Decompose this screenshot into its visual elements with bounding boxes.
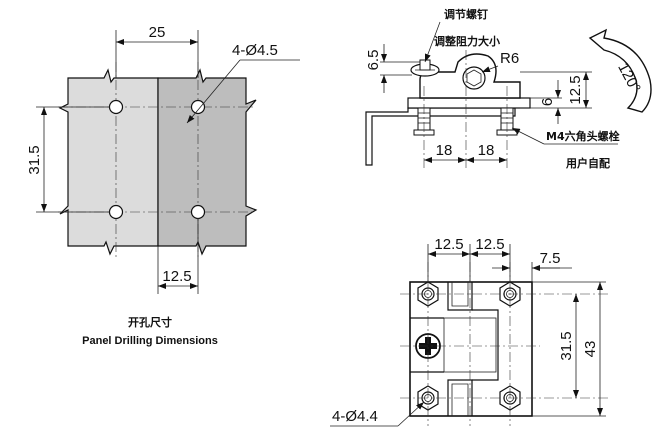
- dim-12.5-right: 12.5: [567, 75, 584, 104]
- dim-holes-4x4.4: 4-Ø4.4: [332, 408, 378, 425]
- panel-right-plate: [157, 68, 258, 256]
- panel-hole: [190, 99, 206, 115]
- side-view: 调节螺钉 调整阻力大小 6.5 R6 12.5 6 18 18 M4六角头螺栓 …: [365, 7, 652, 170]
- dim-31.5: 31.5: [26, 145, 43, 174]
- dim-12.5-a: 12.5: [434, 236, 463, 253]
- dim-r6: R6: [500, 50, 519, 67]
- panel-hole: [108, 99, 124, 115]
- dim-18-right: 18: [478, 142, 495, 159]
- label-m4-bolt: M4六角头螺栓: [546, 129, 620, 143]
- dim-holes-4x4.5: 4-Ø4.5: [232, 42, 278, 59]
- caption-en: Panel Drilling Dimensions: [82, 335, 218, 347]
- label-adjust-screw: 调节螺钉: [444, 7, 488, 21]
- dim-6: 6: [539, 98, 556, 106]
- dim-25: 25: [149, 24, 166, 41]
- panel-hole: [108, 204, 124, 220]
- dim-18-left: 18: [436, 142, 453, 159]
- caption-cn: 开孔尺寸: [128, 315, 172, 329]
- panel-hole: [190, 204, 206, 220]
- front-view: 12.5 12.5 7.5 31.5 43 4-Ø4.4: [330, 236, 610, 427]
- rotation-arrow-icon: [588, 28, 652, 113]
- dim-12.5-bottom: 12.5: [162, 268, 191, 285]
- dim-7.5: 7.5: [540, 250, 561, 267]
- label-user-supplied: 用户自配: [566, 156, 610, 170]
- dim-12.5-b: 12.5: [475, 236, 504, 253]
- panel-drilling-view: 25 4-Ø4.5 31.5 12.5 开孔尺寸 Panel Drilling …: [26, 24, 300, 347]
- panel-left-plate: [58, 68, 159, 256]
- dim-43: 43: [582, 341, 599, 358]
- dim-31.5-front: 31.5: [558, 331, 575, 360]
- label-adjust-resistance: 调整阻力大小: [434, 34, 500, 48]
- dim-6.5: 6.5: [365, 50, 382, 71]
